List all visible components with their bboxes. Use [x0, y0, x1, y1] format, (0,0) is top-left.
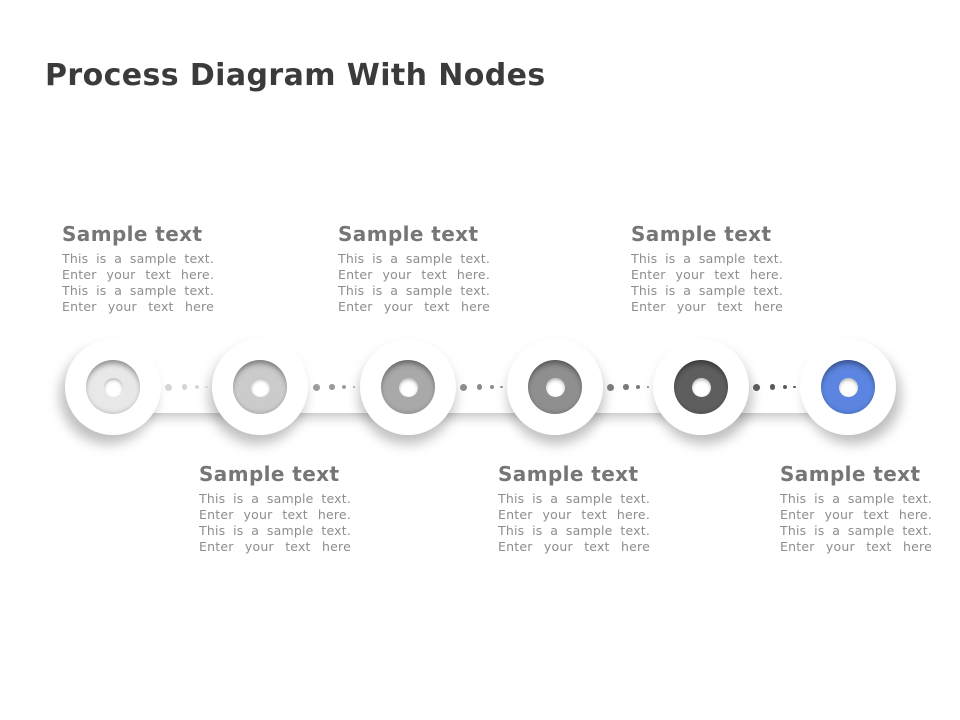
block-body-line: This is a sample text.	[62, 251, 214, 266]
node-donut-icon	[821, 360, 875, 414]
process-node-4	[507, 339, 603, 435]
process-node-2	[212, 339, 308, 435]
block-heading: Sample text	[498, 462, 639, 486]
block-heading: Sample text	[780, 462, 921, 486]
block-body-line: Enter your text here	[62, 299, 214, 314]
block-body-line: This is a sample text.	[498, 491, 650, 506]
dot-icon	[312, 383, 320, 391]
process-node-5	[653, 339, 749, 435]
block-body-line: This is a sample text.	[199, 523, 351, 538]
block-body-line: This is a sample text.	[631, 283, 783, 298]
node-hole	[250, 377, 270, 397]
block-body-line: Enter your text here	[780, 539, 932, 554]
block-body-line: Enter your text here.	[199, 507, 351, 522]
block-body-line: Enter your text here.	[631, 267, 783, 282]
node-hole	[545, 377, 565, 397]
block-body-line: Enter your text here	[199, 539, 351, 554]
dot-icon	[489, 385, 494, 389]
dot-icon	[606, 383, 614, 391]
block-body-line: Enter your text here.	[338, 267, 490, 282]
block-heading: Sample text	[62, 222, 203, 246]
dot-icon	[500, 385, 503, 389]
block-body-line: This is a sample text.	[62, 283, 214, 298]
node-hole	[838, 377, 858, 397]
block-body-line: Enter your text here	[631, 299, 783, 314]
block-body-line: Enter your text here.	[498, 507, 650, 522]
block-body-line: Enter your text here	[338, 299, 490, 314]
process-node-1	[65, 339, 161, 435]
process-node-3	[360, 339, 456, 435]
block-heading: Sample text	[631, 222, 772, 246]
node-donut-icon	[86, 360, 140, 414]
dot-icon	[165, 383, 172, 391]
process-node-6	[800, 339, 896, 435]
node-donut-icon	[381, 360, 435, 414]
node-hole	[398, 377, 418, 397]
dot-icon	[623, 384, 629, 390]
dot-icon	[646, 385, 650, 389]
block-heading: Sample text	[199, 462, 340, 486]
dot-icon	[329, 384, 335, 390]
block-body-line: This is a sample text.	[631, 251, 783, 266]
block-body-line: Enter your text here	[498, 539, 650, 554]
block-heading: Sample text	[338, 222, 479, 246]
block-body-line: This is a sample text.	[498, 523, 650, 538]
dot-icon	[460, 383, 467, 391]
node-donut-icon	[674, 360, 728, 414]
dot-icon	[753, 383, 760, 391]
dot-icon	[181, 384, 188, 390]
dot-icon	[793, 385, 796, 389]
dot-icon	[636, 385, 640, 389]
block-body-line: This is a sample text.	[199, 491, 351, 506]
node-donut-icon	[528, 360, 582, 414]
dot-icon	[352, 385, 356, 389]
dot-icon	[769, 384, 776, 390]
dot-icon	[194, 385, 199, 389]
dot-icon	[782, 385, 787, 389]
block-body-line: This is a sample text.	[338, 251, 490, 266]
node-donut-icon	[233, 360, 287, 414]
block-body-line: Enter your text here.	[62, 267, 214, 282]
dot-icon	[476, 384, 483, 390]
node-hole	[103, 377, 123, 397]
dot-icon	[342, 385, 346, 389]
dot-icon	[205, 385, 208, 389]
page-title: Process Diagram With Nodes	[45, 58, 546, 93]
node-hole	[691, 377, 711, 397]
block-body-line: This is a sample text.	[338, 283, 490, 298]
block-body-line: This is a sample text.	[780, 523, 932, 538]
block-body-line: This is a sample text.	[780, 491, 932, 506]
block-body-line: Enter your text here.	[780, 507, 932, 522]
